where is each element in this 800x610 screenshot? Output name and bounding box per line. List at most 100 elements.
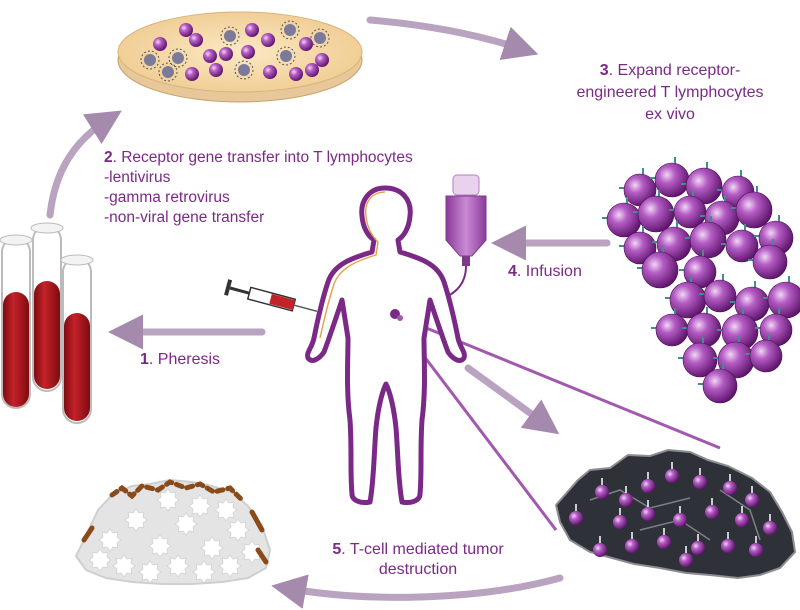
tumor-t-cell xyxy=(723,474,737,495)
dish-cell xyxy=(189,33,203,47)
tumor-t-cell xyxy=(705,498,719,519)
dead-cell xyxy=(192,560,216,584)
tumor-t-cell xyxy=(625,532,639,553)
step-3-label: 3. Expand receptor- engineered T lymphoc… xyxy=(560,60,780,126)
step-3-line2: engineered T lymphocytes xyxy=(576,84,764,101)
step-5-text: . T-cell mediated tumor xyxy=(341,541,504,558)
tumor-t-cell xyxy=(721,532,735,553)
t-cell xyxy=(745,334,783,373)
dead-cell xyxy=(214,498,238,522)
tumor-t-cell xyxy=(569,504,583,525)
step-5-line2: destruction xyxy=(378,561,458,578)
dish-cell xyxy=(245,23,259,37)
t-cell xyxy=(721,224,759,263)
step-4-text: . Infusion xyxy=(516,263,582,280)
petri-dish-icon xyxy=(117,11,363,103)
step-2-sub-3: -non-viral gene transfer xyxy=(104,209,265,226)
t-cell xyxy=(651,308,689,347)
dish-cell xyxy=(241,45,255,59)
t-cell xyxy=(637,246,679,289)
step-2-number: 2 xyxy=(104,149,113,166)
tumor-t-cell xyxy=(657,528,671,549)
t-cell xyxy=(650,157,690,198)
step-2-sub-1: -lentivirus xyxy=(104,169,171,186)
t-cell xyxy=(731,186,773,229)
arrow-tumor-to-dead xyxy=(271,574,564,609)
dish-cell xyxy=(234,60,254,80)
step-1-text: . Pheresis xyxy=(148,351,221,368)
tumor-t-cell xyxy=(749,536,763,557)
t-cell xyxy=(665,276,707,319)
tumor-t-cell xyxy=(679,546,693,567)
step-2-sub-2: -gamma retrovirus xyxy=(104,189,230,206)
dish-cell xyxy=(168,48,188,68)
t-cell xyxy=(748,239,788,280)
dish-cell xyxy=(158,62,178,82)
t-cell xyxy=(669,190,707,229)
step-4-label: 4. Infusion xyxy=(508,262,582,282)
arrow-tubes-to-dish xyxy=(46,110,122,219)
dish-cell xyxy=(305,63,319,77)
tumor-t-cell xyxy=(641,500,655,521)
dead-cell xyxy=(88,548,112,572)
dish-cell xyxy=(209,63,223,77)
dish-cell xyxy=(179,23,193,37)
step-2-text: . Receptor gene transfer into T lymphocy… xyxy=(112,149,413,166)
t-cell xyxy=(699,274,737,313)
dish-cell xyxy=(140,50,160,70)
tumor-t-cell xyxy=(745,486,759,507)
dish-cell xyxy=(220,26,240,46)
step-5-label: 5. T-cell mediated tumor destruction xyxy=(298,540,538,580)
dish-cell xyxy=(185,67,199,81)
arrow-dish-to-expand xyxy=(366,16,539,60)
tumor-t-cell xyxy=(691,534,705,555)
dead-cell xyxy=(138,560,162,584)
tumor-t-cell xyxy=(735,506,749,527)
dead-cell xyxy=(98,528,122,552)
cycle-arrows xyxy=(46,16,611,609)
dish-cell xyxy=(276,46,296,66)
dish-cell xyxy=(289,67,303,81)
dish-cell xyxy=(203,49,217,63)
tumor-t-cell xyxy=(673,506,687,527)
dead-cell xyxy=(156,488,180,512)
tumor-t-cell xyxy=(595,478,609,499)
t-cell xyxy=(678,337,718,378)
tumor-t-cell xyxy=(613,508,627,529)
tumor-t-cell xyxy=(641,472,655,493)
tumor-t-cell xyxy=(763,514,777,535)
dish-cell xyxy=(310,28,330,48)
step-4-number: 4 xyxy=(508,263,517,280)
dead-cell xyxy=(148,534,172,558)
blood-tubes-icon xyxy=(0,222,94,424)
dish-cell xyxy=(299,37,313,51)
dead-cell xyxy=(240,540,264,564)
t-cell-cluster-icon xyxy=(602,157,800,404)
dead-cell xyxy=(200,536,224,560)
arrow-patient-to-tumor xyxy=(464,364,560,435)
dead-cell xyxy=(188,494,212,518)
tumor-t-cell xyxy=(593,536,607,557)
step-1-number: 1 xyxy=(140,351,149,368)
tumor-t-cell xyxy=(693,468,707,489)
dish-cell xyxy=(219,47,233,61)
syringe-icon xyxy=(224,279,318,313)
tumor-t-cell xyxy=(619,486,633,507)
dead-cell xyxy=(218,554,242,578)
t-cell xyxy=(698,363,738,404)
dead-cell xyxy=(226,518,250,542)
t-cell xyxy=(763,276,800,319)
step-3-number: 3 xyxy=(599,62,609,79)
t-cell xyxy=(713,336,755,379)
step-3-line3: ex vivo xyxy=(645,106,695,123)
dead-cell xyxy=(124,508,148,532)
dish-cell xyxy=(153,37,167,51)
step-1-label: 1. Pheresis xyxy=(140,350,220,370)
dead-cell xyxy=(112,554,136,578)
dead-tumor-icon xyxy=(74,478,272,585)
dish-cell xyxy=(315,53,329,67)
dead-cell xyxy=(174,512,198,536)
dish-cell xyxy=(261,33,275,47)
t-cell xyxy=(717,308,759,351)
